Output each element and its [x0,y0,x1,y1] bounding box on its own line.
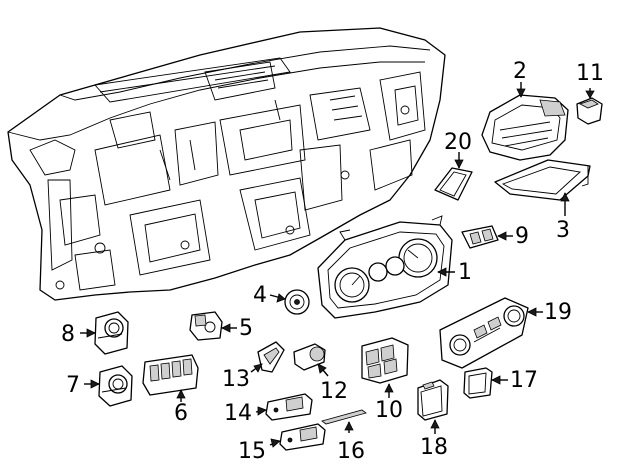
callout-14-arrowhead [257,406,267,416]
callout-14: 14 [224,401,252,426]
callout-17: 17 [510,368,538,393]
callout-9: 9 [515,224,529,249]
switch-bank [142,354,199,396]
callout-8-arrowhead [86,328,96,338]
instrument-cluster [317,215,453,319]
switch-block [361,337,409,384]
callout-10: 10 [375,398,403,423]
callout-17-arrowhead [491,375,501,385]
callout-15-arrowhead [270,438,281,448]
callout-20: 20 [444,130,472,155]
callout-18-arrowhead [430,419,440,429]
callout-15: 15 [238,439,266,464]
callout-3: 3 [556,218,570,243]
cover-plate [463,367,493,399]
callout-1-arrowhead [437,267,447,277]
callout-1: 1 [458,260,472,285]
trim-strip [321,409,367,425]
callout-5: 5 [239,316,253,341]
callout-4: 4 [253,283,267,308]
module-housing [481,94,569,161]
callout-2: 2 [513,59,527,84]
mounting-tray [494,159,591,201]
push-switch [189,311,223,341]
control-knob [293,343,326,371]
callout-19: 19 [544,300,572,325]
callout-11: 11 [576,61,604,86]
rocker-switch [461,225,499,249]
callout-13: 13 [222,367,250,392]
control-module [417,379,449,421]
callout-6: 6 [174,401,188,426]
rotary-switch [94,311,129,355]
callout-19-arrowhead [527,307,537,317]
switch-bezel [257,341,285,373]
headlamp-switch [98,365,133,407]
power-switch [279,423,326,451]
toggle-switch [265,393,313,421]
callout-7: 7 [66,373,80,398]
callout-12: 12 [320,379,348,404]
instrument-panel-carrier [7,27,446,301]
callout-8: 8 [61,322,75,347]
callout-4-arrowhead [276,293,286,303]
callout-18: 18 [420,435,448,460]
callout-12-arrowhead [317,363,327,374]
callout-9-arrowhead [497,231,507,241]
round-switch [284,289,310,315]
callout-20-arrowhead [454,159,464,169]
callout-5-arrowhead [221,323,231,333]
callout-13-arrowhead [253,363,263,373]
climate-control-panel [439,297,529,369]
callout-3-arrowhead [560,192,570,202]
display-bezel [434,167,473,201]
callout-10-arrowhead [384,383,394,393]
callout-6-arrowhead [176,389,186,399]
callout-11-arrowhead [585,90,595,99]
callout-2-arrowhead [516,88,526,98]
small-switch [576,97,603,125]
callout-7-arrowhead [90,379,100,389]
callout-16: 16 [337,439,365,464]
callout-16-arrowhead [344,421,354,431]
